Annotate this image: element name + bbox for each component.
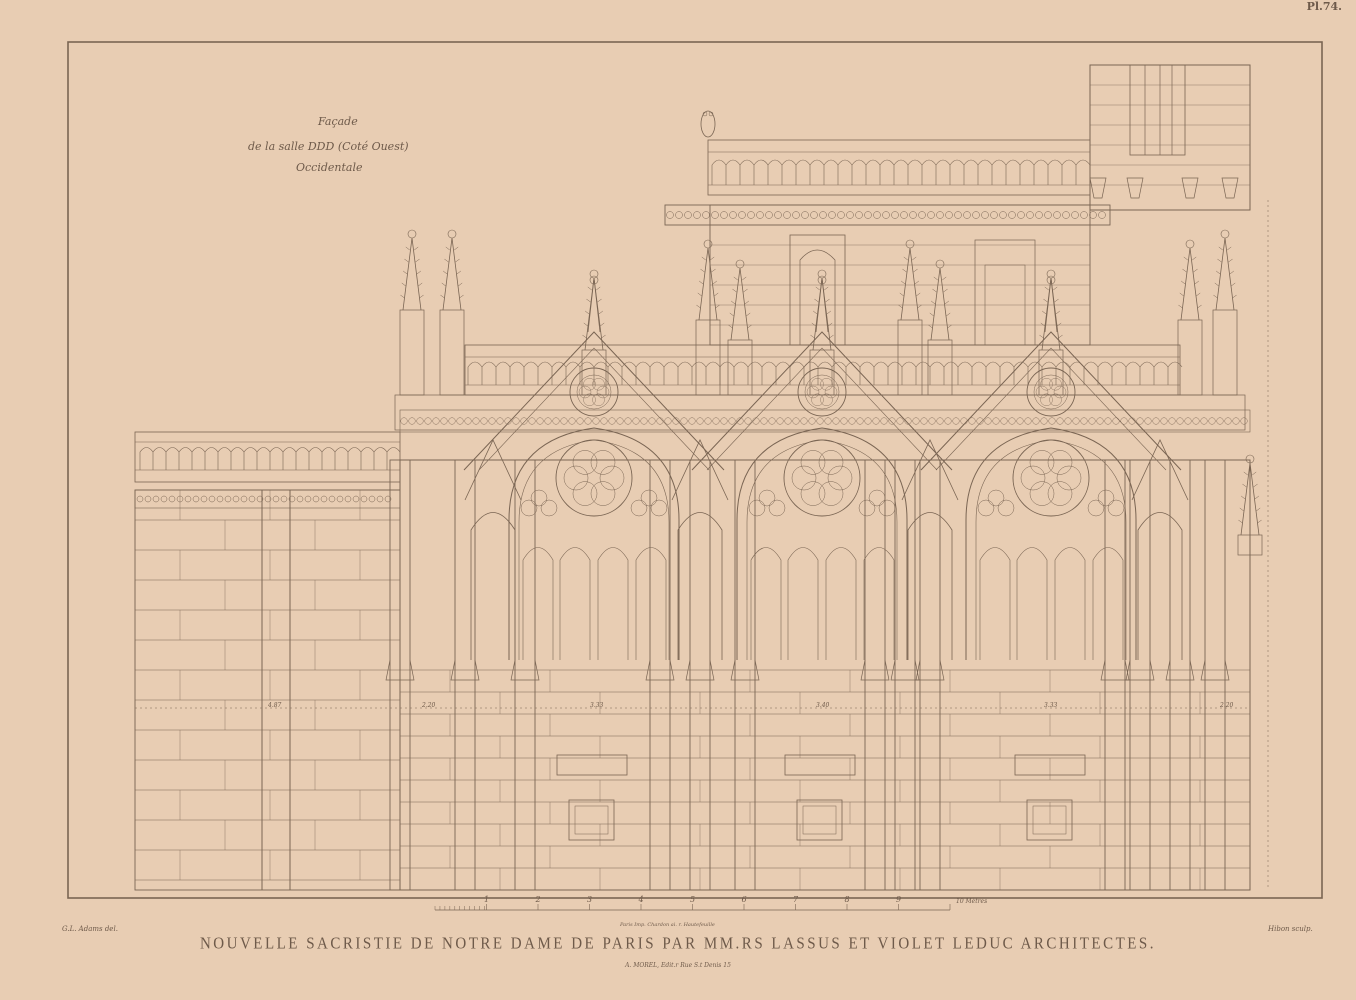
plate-border: [67, 41, 1323, 899]
scale-tick-label: 4: [638, 895, 644, 904]
pinnacle: [581, 269, 607, 396]
scale-end-label: 10 Mètres: [956, 898, 988, 905]
pinnacle: [1212, 229, 1238, 396]
dimension-label: 2.20: [422, 702, 436, 709]
scale-tick-label: 2: [535, 895, 541, 904]
right-tower: [1089, 64, 1251, 211]
left-frieze: [134, 489, 401, 509]
scale-tick-label: 3: [587, 895, 593, 904]
scale-tick-label: 6: [741, 895, 747, 904]
pinnacles: [399, 229, 1263, 556]
pinnacle: [439, 229, 465, 396]
scale-tick-label: 5: [690, 895, 696, 904]
basement-openings: [556, 754, 1086, 841]
gables: [463, 275, 1182, 660]
pinnacle: [927, 259, 953, 396]
scale-tick-label: 1: [484, 895, 490, 904]
scale-tick-label: 8: [844, 895, 850, 904]
side-arches: [464, 439, 1189, 660]
upper-tower: [664, 204, 1111, 346]
foliage-frieze: [399, 409, 1251, 433]
publisher-line: A. MOREL, Edit.r Rue S.t Denis 15: [625, 962, 731, 969]
gable-window-bay: [691, 275, 953, 660]
buttresses: [385, 459, 1230, 891]
gable-window-bay: [920, 275, 1182, 660]
pinnacle: [727, 259, 753, 396]
dimension-label: 3.33: [590, 702, 604, 709]
pinnacle: [1177, 239, 1203, 396]
left-wall: [134, 489, 401, 891]
dimension-label: 3.33: [1044, 702, 1058, 709]
caption-line-3: Occidentale: [296, 161, 363, 174]
caption-line-1: Façade: [318, 115, 358, 128]
scale-tick-label: 7: [793, 895, 799, 904]
plate-title: NOUVELLE SACRISTIE DE NOTRE DAME DE PARI…: [199, 934, 1157, 954]
scale-bar-line: [434, 904, 951, 911]
pinnacle: [1237, 454, 1263, 556]
main-wall: [399, 459, 1251, 891]
printer-credit: Paris Imp. Chardon ai. r. Hautefeuille: [620, 922, 715, 928]
pinnacle: [695, 239, 721, 396]
main-balustrade: [394, 344, 1246, 431]
scale-tick-label: 9: [896, 895, 902, 904]
caption-line-2: de la salle DDD (Coté Ouest): [248, 140, 409, 153]
engraver-credit: Hibon sculp.: [1268, 925, 1313, 933]
dimension-label: 4.87: [268, 702, 282, 709]
gable-window-bay: [463, 275, 725, 660]
draughtsman-credit: G.L. Adams del.: [62, 925, 118, 933]
pinnacle: [1038, 269, 1064, 396]
pinnacle: [809, 269, 835, 396]
pinnacle: [897, 239, 923, 396]
plate-number: Pl.74.: [1306, 0, 1342, 13]
owl-sculpture: [700, 110, 716, 138]
left-balustrade: [134, 431, 401, 483]
upper-balustrade: [707, 139, 1091, 196]
dimension-label: 2.20: [1220, 702, 1234, 709]
pinnacle: [399, 229, 425, 396]
dimension-label: 3.40: [816, 702, 830, 709]
